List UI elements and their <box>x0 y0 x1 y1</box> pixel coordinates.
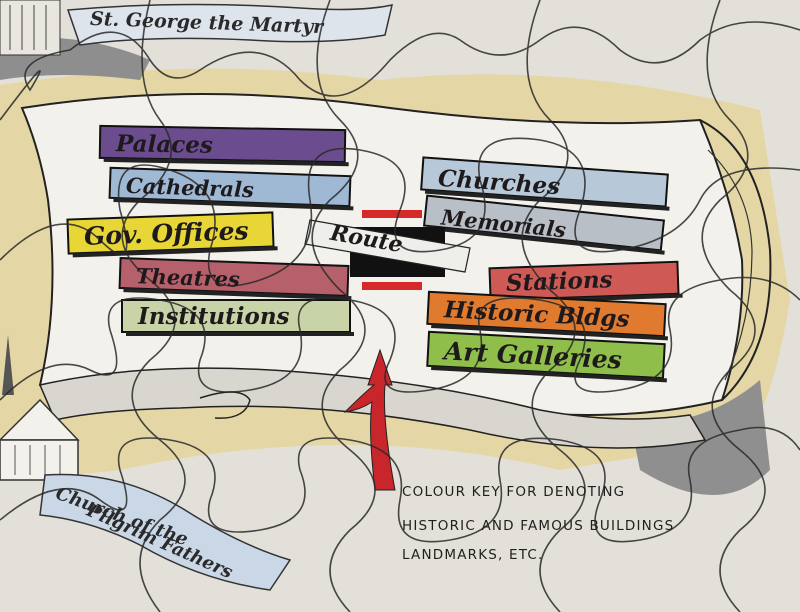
swatch-institutions <box>121 299 351 333</box>
swatch-shadow <box>424 189 670 211</box>
caption-line-1: COLOUR KEY FOR DENOTING <box>402 484 626 500</box>
swatch-shadow <box>431 323 668 341</box>
swatch-shadow <box>113 197 354 211</box>
swatch-shadow <box>123 288 352 301</box>
swatch-shadow <box>103 157 349 167</box>
caption-line-3: LANDMARKS, ETC. <box>402 547 544 563</box>
church-illustration <box>0 335 80 481</box>
top-building <box>0 0 61 56</box>
bottom-banner-ribbon <box>39 473 292 591</box>
top-banner-ribbon <box>66 3 394 46</box>
key-arrow <box>343 348 396 491</box>
swatch-shadow <box>431 366 667 383</box>
scroll-curl-left <box>199 391 251 419</box>
swatch-shadow <box>126 332 354 336</box>
key-label-palaces: Palaces <box>115 130 214 159</box>
scroll-curl-inner <box>707 149 753 381</box>
key-label-cathedrals: Cathedrals <box>125 172 255 203</box>
key-label-stations: Stations <box>505 266 613 297</box>
key-label-gov-offices: Gov. Offices <box>83 216 250 251</box>
key-label-theatres: Theatres <box>135 263 241 292</box>
caption-line-2: HISTORIC AND FAMOUS BUILDINGS <box>402 518 675 534</box>
scroll-curl <box>699 119 772 401</box>
key-label-institutions: Institutions <box>138 303 290 330</box>
swatch-shadow <box>427 225 665 255</box>
